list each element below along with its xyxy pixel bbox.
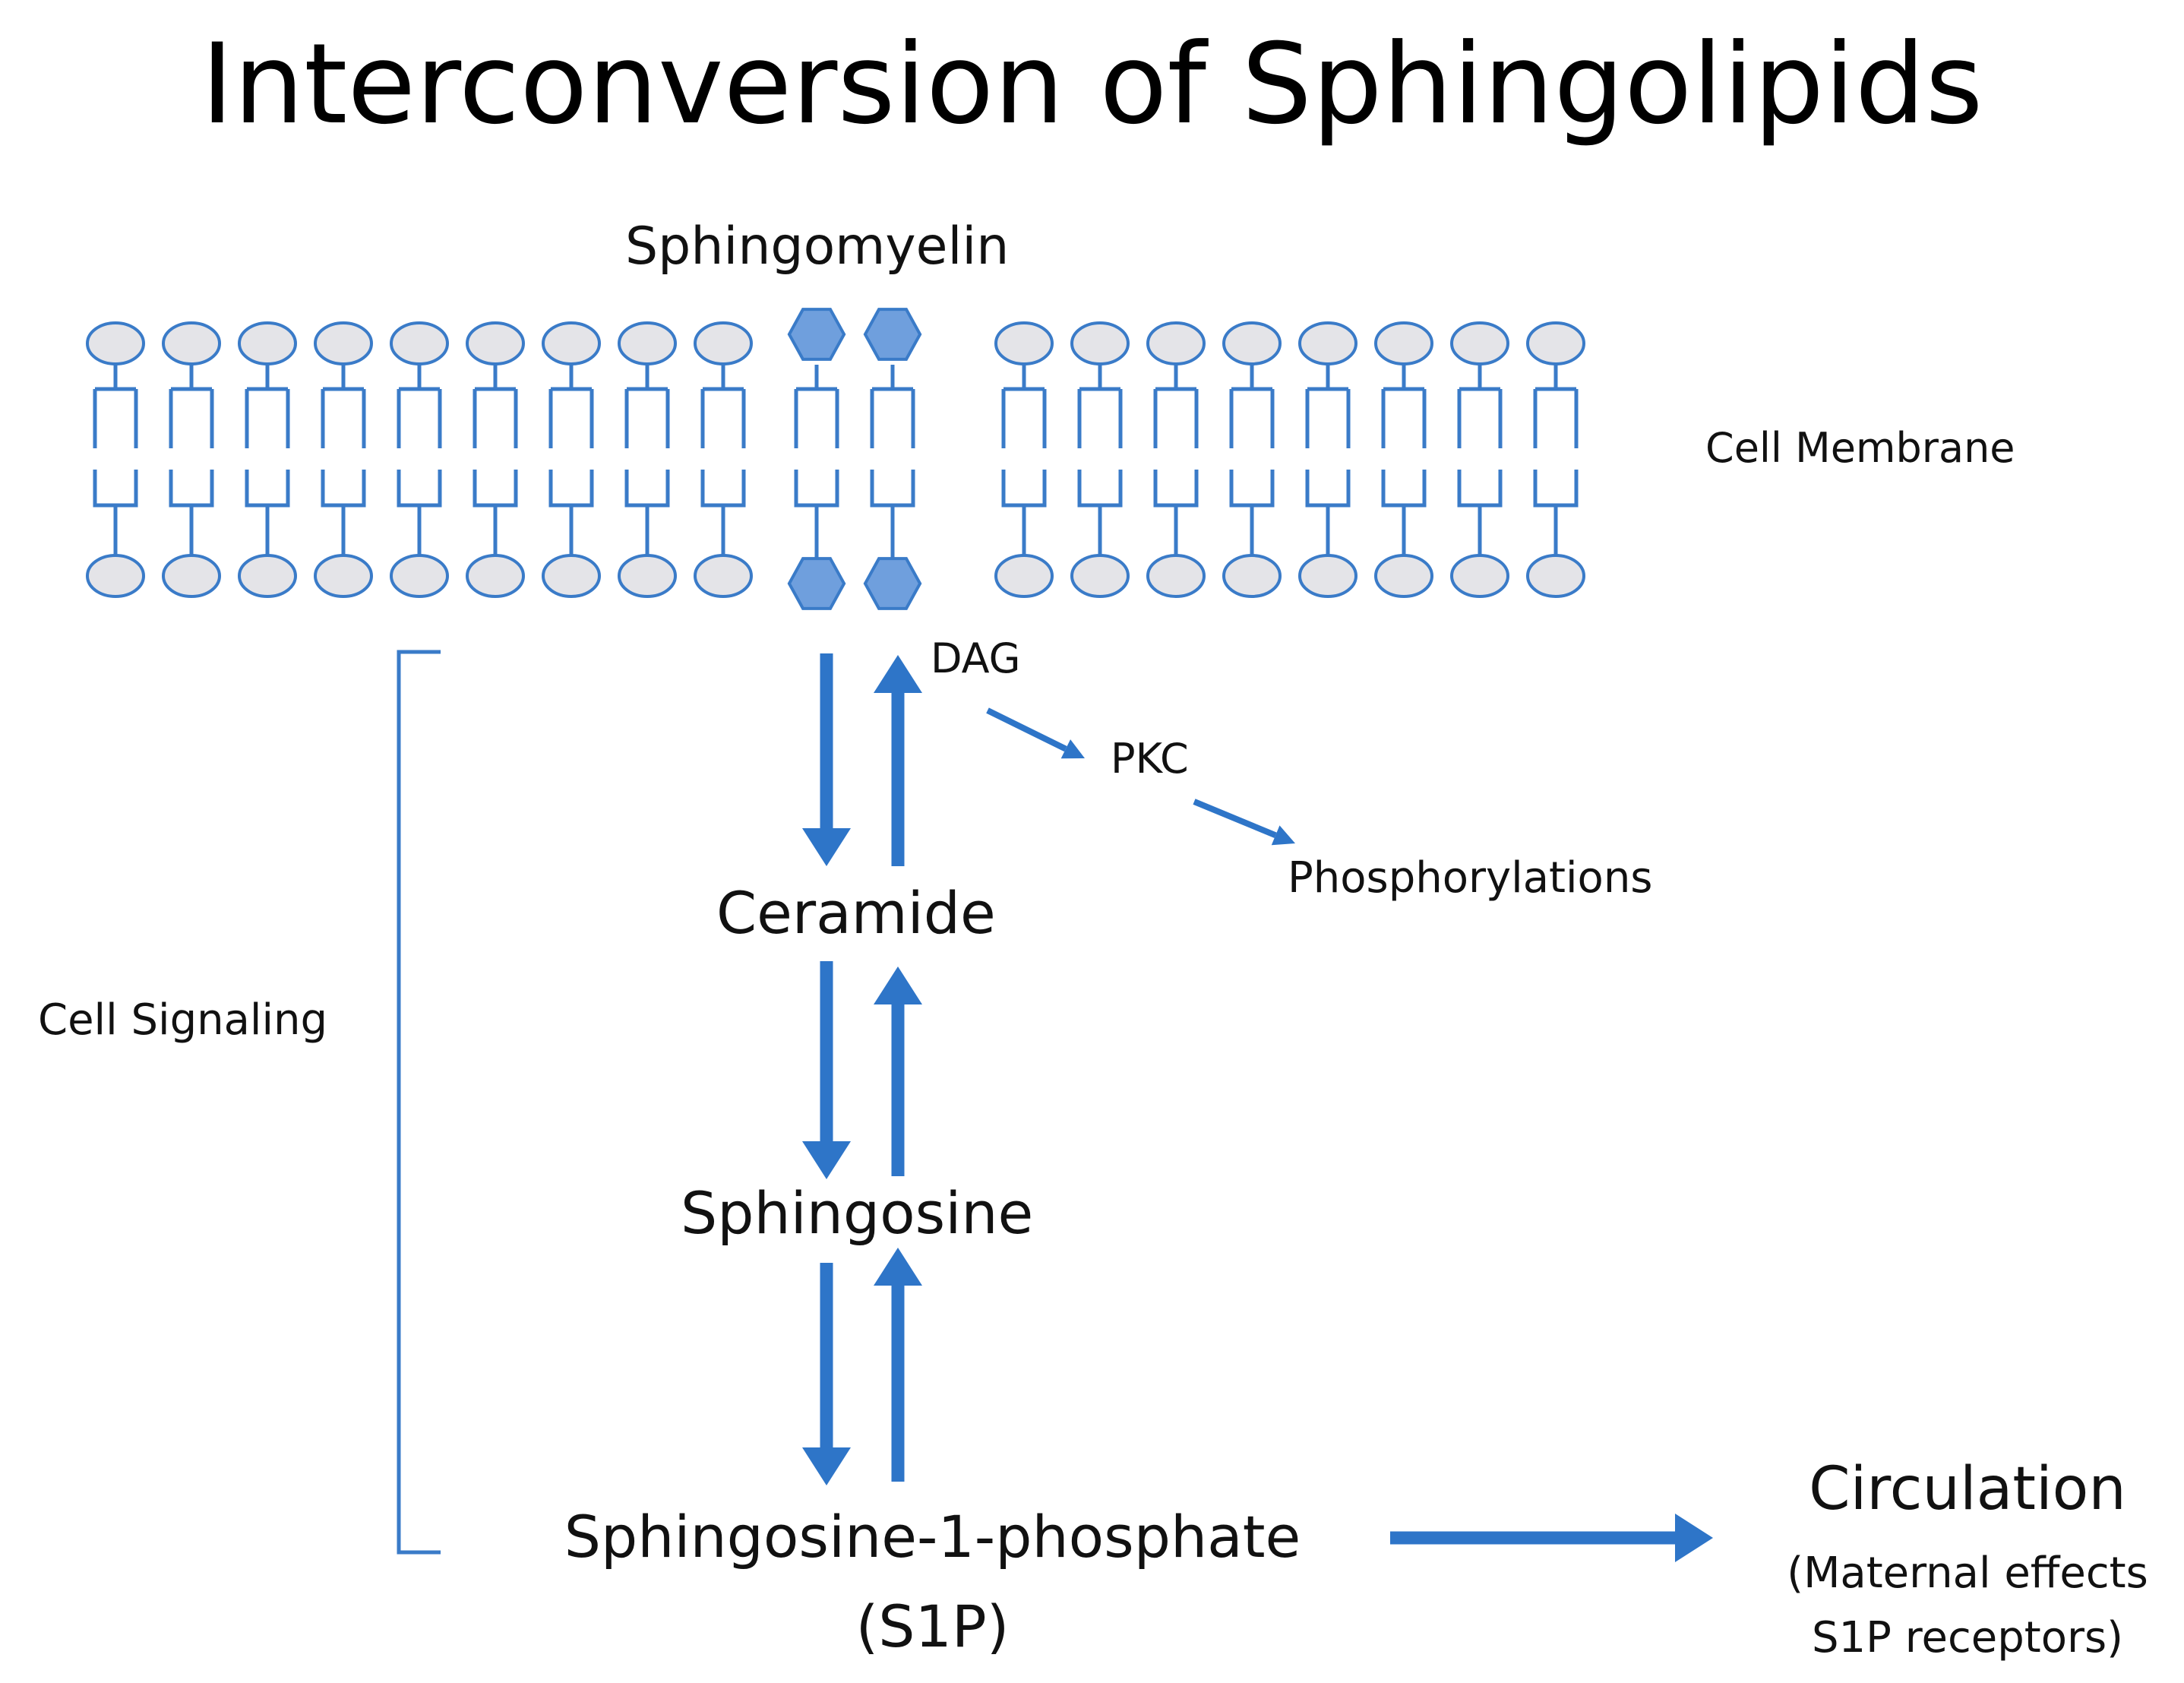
phospholipid-molecule: [162, 321, 221, 598]
arrow-dag-to-pkc: [986, 707, 1085, 759]
circulation-note-line-2: S1P receptors): [1811, 1613, 2124, 1662]
sphingomyelin-label: Sphingomyelin: [625, 217, 1010, 277]
phospholipid-molecule: [1298, 321, 1357, 598]
phospholipid-molecule: [1070, 321, 1130, 598]
s1p-abbreviation: (S1P): [855, 1593, 1010, 1660]
dag-label: DAG: [931, 634, 1021, 682]
phosphorylations-label: Phosphorylations: [1288, 853, 1653, 903]
arrow-sphingomyelin-to-ceramide: [802, 653, 851, 866]
ceramide-label: Ceramide: [716, 879, 996, 947]
cell-membrane-label: Cell Membrane: [1705, 424, 2015, 472]
arrow-ceramide-to-sphingosine: [802, 961, 851, 1179]
circulation-label: Circulation: [1809, 1455, 2126, 1523]
phospholipid-molecule: [314, 321, 373, 598]
phospholipid-molecule: [1526, 321, 1585, 598]
pkc-label: PKC: [1111, 735, 1189, 783]
phospholipid-molecule: [618, 321, 677, 598]
sphingosine-label: Sphingosine: [681, 1179, 1034, 1247]
phospholipid-molecule: [1450, 321, 1509, 598]
phospholipid-molecule: [238, 321, 297, 598]
sphingomyelin-molecule: [863, 308, 922, 610]
phospholipid-molecule: [994, 321, 1054, 598]
cell-signaling-bracket: [397, 650, 441, 1555]
arrow-s1p-to-circulation: [1390, 1514, 1713, 1562]
phospholipid-molecule: [466, 321, 525, 598]
phospholipid-molecule: [1374, 321, 1433, 598]
sphingomyelin-molecule: [787, 308, 846, 610]
cell-membrane-bilayer: [86, 308, 1585, 610]
phospholipid-molecule: [542, 321, 601, 598]
arrow-ceramide-to-sphingomyelin: [874, 655, 922, 866]
phospholipid-molecule: [86, 321, 145, 598]
diagram-title: Interconversion of Sphingolipids: [201, 20, 1983, 149]
arrow-sphingosine-to-ceramide: [874, 966, 922, 1176]
phospholipid-molecule: [1146, 321, 1206, 598]
circulation-note-line-1: (Maternal effects: [1787, 1549, 2148, 1598]
arrow-pkc-to-phosphorylations: [1193, 799, 1295, 846]
phospholipid-molecule: [1222, 321, 1282, 598]
arrow-sphingosine-to-s1p: [802, 1263, 851, 1485]
pathway-arrows: [802, 653, 1713, 1562]
cell-signaling-label: Cell Signaling: [38, 995, 328, 1045]
arrow-s1p-to-sphingosine: [874, 1248, 922, 1482]
s1p-label: Sphingosine-1-phosphate: [564, 1503, 1301, 1571]
phospholipid-molecule: [390, 321, 449, 598]
phospholipid-molecule: [694, 321, 753, 598]
